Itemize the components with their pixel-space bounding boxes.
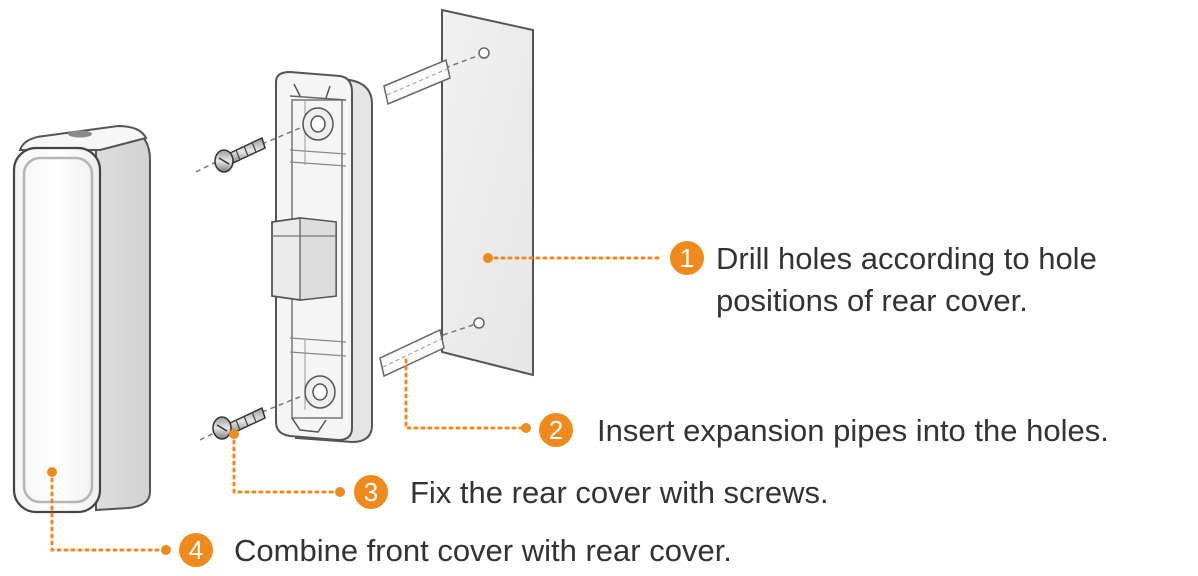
step-2-label: Insert expansion pipes into the holes. [597, 413, 1109, 448]
step-4-label: Combine front cover with rear cover. [234, 533, 732, 568]
step-4-badge [179, 533, 213, 567]
leader-step-3 [232, 432, 342, 494]
step-1-label-line-1: Drill holes according to hole [716, 241, 1097, 276]
step-3-badge [354, 475, 388, 509]
screw-top [195, 127, 301, 173]
step-3-label: Fix the rear cover with screws. [410, 475, 829, 510]
step-2-number: 2 [549, 415, 563, 445]
expansion-pipe-bottom [379, 323, 477, 378]
rear-cover [271, 70, 373, 444]
step-3: 3 Fix the rear cover with screws. [354, 475, 829, 510]
drill-hole-top [478, 47, 490, 59]
step-1: 1 Drill holes according to hole position… [670, 241, 1097, 318]
step-1-number: 1 [680, 243, 694, 273]
step-3-number: 3 [364, 477, 378, 507]
leader-step-2 [404, 358, 528, 430]
step-1-label-line-2: positions of rear cover. [716, 283, 1028, 318]
callout-lines [50, 256, 664, 552]
step-2-badge [539, 413, 573, 447]
wall-plate [441, 8, 534, 377]
front-cover [12, 124, 151, 514]
drill-hole-bottom [473, 317, 485, 329]
step-4: 4 Combine front cover with rear cover. [179, 533, 732, 568]
callout-dots [47, 253, 531, 555]
step-4-number: 4 [189, 535, 203, 565]
step-2: 2 Insert expansion pipes into the holes. [539, 413, 1109, 448]
leader-step-4 [50, 470, 168, 552]
expansion-pipe-top [383, 54, 481, 106]
indicator-slot [68, 130, 92, 138]
step-1-badge [670, 241, 704, 275]
screw-bottom [199, 395, 303, 441]
